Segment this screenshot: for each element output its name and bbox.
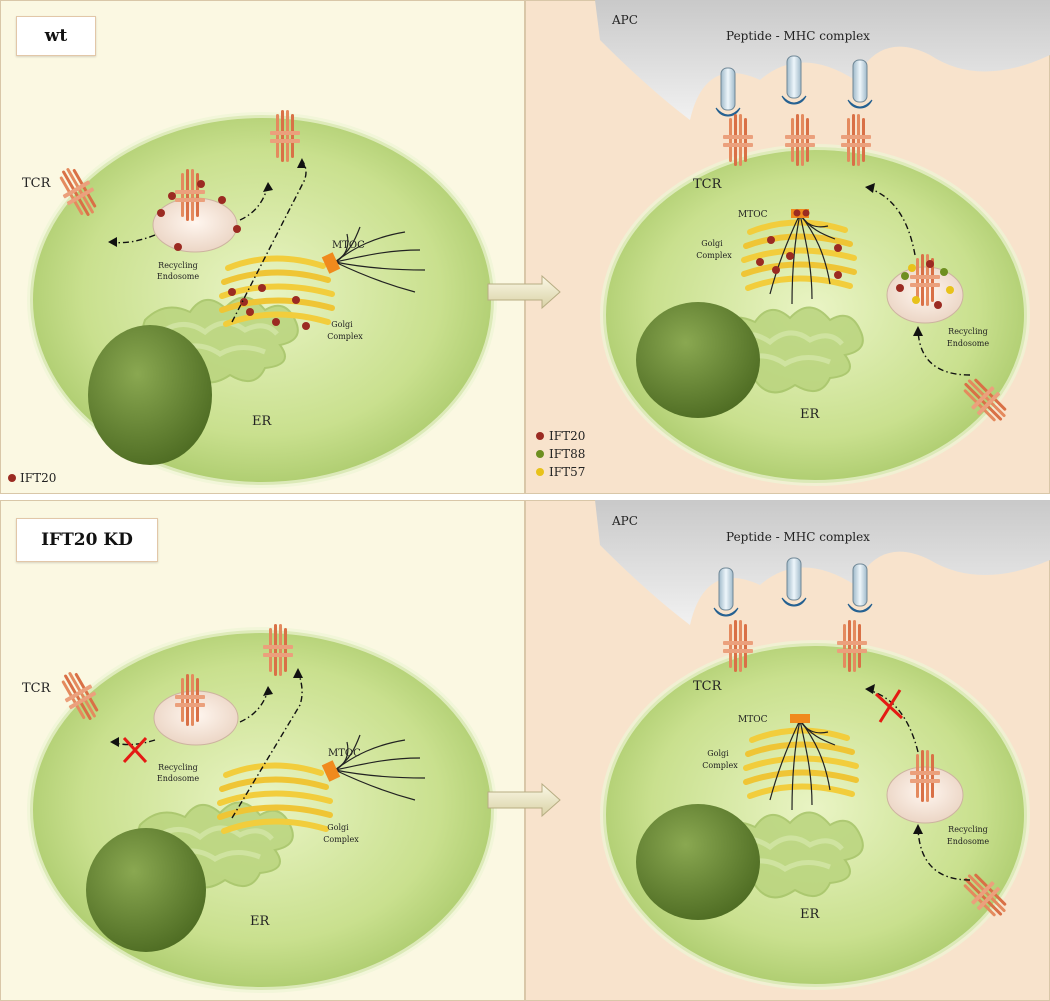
mtoc-label: MTOC	[738, 210, 768, 220]
wt-synapse-apc	[595, 0, 1050, 120]
mtoc-label: MTOC	[328, 748, 361, 759]
complex-label: Complex	[327, 332, 363, 341]
condition-tag-wt: wt	[16, 16, 96, 56]
recycling-label: Recycling	[158, 763, 198, 772]
wt-resting-dots	[157, 180, 310, 330]
legend-swatch	[8, 474, 16, 482]
legend-left: IFT20	[8, 471, 56, 485]
wt-resting-cell	[27, 110, 497, 488]
er-label: ER	[800, 907, 820, 922]
transition-arrow-bottom	[487, 782, 561, 818]
complex-label: Complex	[323, 835, 359, 844]
pmhc-label: Peptide - MHC complex	[726, 530, 870, 544]
legend-swatch	[536, 432, 544, 440]
legend-label: IFT20	[20, 471, 56, 485]
endosome-label: Endosome	[947, 837, 989, 846]
wt-synapse-cell	[600, 114, 1030, 486]
apc-label: APC	[611, 514, 638, 528]
golgi-label: Golgi	[701, 239, 723, 248]
legend-swatch	[536, 450, 544, 458]
recycling-label: Recycling	[948, 327, 988, 336]
transition-arrow-top	[487, 274, 561, 310]
tcr-label: TCR	[693, 679, 723, 694]
recycling-endosome	[152, 197, 238, 253]
tcr-label: TCR	[22, 176, 52, 191]
nucleus	[88, 325, 212, 465]
mtoc-label: MTOC	[738, 715, 768, 725]
wt-synapse-dots	[756, 209, 954, 309]
kd-synapse-apc	[595, 500, 1050, 625]
condition-tag-kd: IFT20 KD	[16, 518, 158, 562]
kd-resting-cell	[27, 624, 497, 993]
complex-label: Complex	[702, 761, 738, 770]
block-mark	[122, 736, 148, 764]
pmhc-label: Peptide - MHC complex	[726, 29, 870, 43]
legend-label: IFT20	[549, 429, 585, 443]
legend-label: IFT57	[549, 465, 585, 479]
complex-label: Complex	[696, 251, 732, 260]
er-label: ER	[250, 914, 270, 929]
legend-right: IFT20 IFT88 IFT57	[536, 429, 585, 479]
endosome-label: Endosome	[157, 272, 199, 281]
er-label: ER	[252, 414, 272, 429]
recycling-label: Recycling	[158, 261, 198, 270]
tcr-label: TCR	[693, 177, 723, 192]
mtoc-label: MTOC	[332, 240, 365, 251]
apc-label: APC	[611, 13, 638, 27]
er-label: ER	[800, 407, 820, 422]
endosome-label: Endosome	[947, 339, 989, 348]
tcr-label: TCR	[22, 681, 52, 696]
kd-synapse-cell	[600, 620, 1030, 990]
endosome-label: Endosome	[157, 774, 199, 783]
recycling-label: Recycling	[948, 825, 988, 834]
legend-swatch	[536, 468, 544, 476]
golgi-label: Golgi	[707, 749, 729, 758]
golgi-label: Golgi	[331, 320, 353, 329]
legend-label: IFT88	[549, 447, 585, 461]
golgi-label: Golgi	[327, 823, 349, 832]
